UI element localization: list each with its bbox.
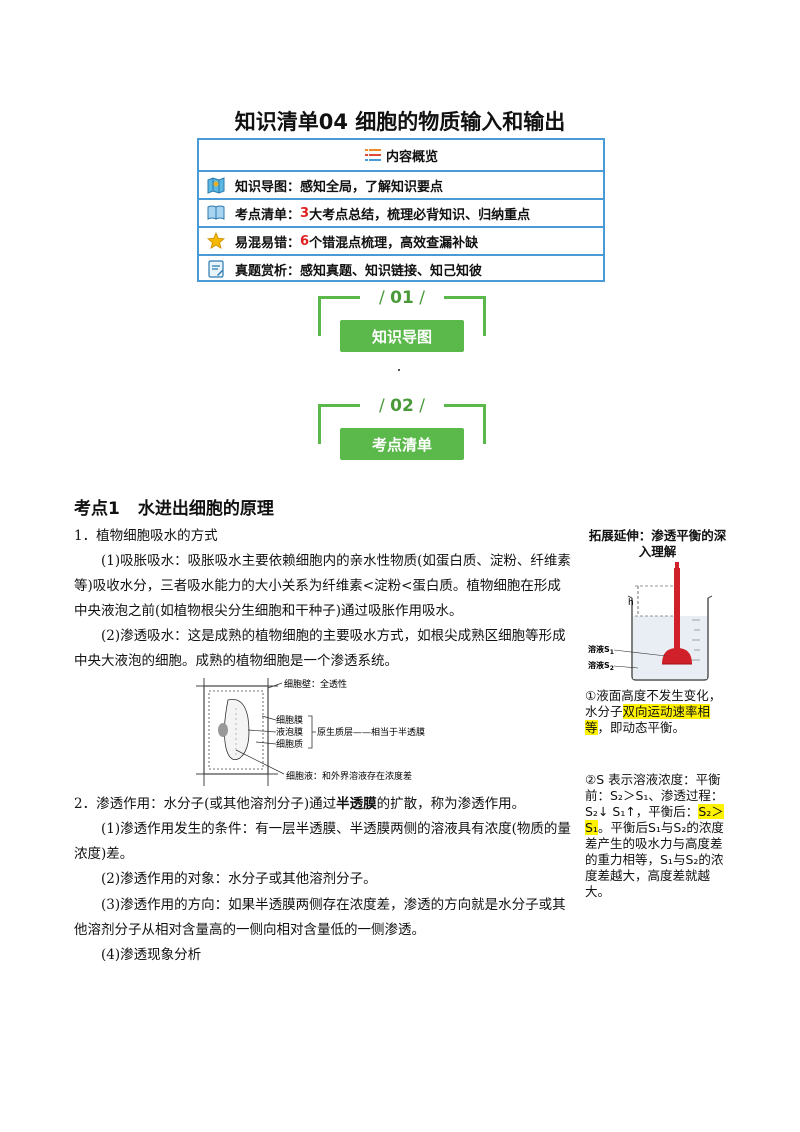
note2-text-b: 。平衡后S₁与S₂的浓度差产生的吸水力与高度差的重力相等，S₁与S₂的浓度差越大… — [585, 820, 724, 899]
badge-number-wrap: / 01 / — [360, 288, 444, 308]
paragraph-1: 1．植物细胞吸水的方式 — [74, 528, 218, 544]
badge-number-wrap: / 02 / — [360, 396, 444, 416]
overview-row-exams: 真题赏析：感知真题、知识链接、知己知彼 — [199, 254, 603, 282]
side-note-2: ②S 表示溶液浓度：平衡前：S₂＞S₁、渗透过程：S₂↓ S₁↑，平衡后：S₂＞… — [585, 772, 730, 900]
osmosis-beaker-diagram: h 溶液S1 溶液S2 — [588, 562, 713, 681]
keyword-semipermeable: 半透膜 — [336, 796, 377, 812]
p4-text-a: 2．渗透作用：水分子(或其他溶剂分子)通过 — [74, 796, 337, 812]
list-icon — [364, 146, 382, 164]
label-protoplast: 原生质层——相当于半透膜 — [317, 726, 425, 738]
row-prefix: 考点清单： — [235, 207, 301, 223]
paragraph-2: (1)吸胀吸水：吸胀吸水主要依赖细胞内的亲水性物质(如蛋白质、淀粉、纤维素等)吸… — [74, 553, 571, 619]
label-s1: 溶液S1 — [588, 644, 614, 656]
section-badge-mindmap: / 01 / 知识导图 — [318, 288, 486, 356]
kaodian-heading: 考点1 水进出细胞的原理 — [74, 494, 274, 519]
section-badge-kaodian: / 02 / 考点清单 — [318, 396, 486, 464]
note1-text-a: ①液面高度不发生变化，水分子 — [585, 688, 722, 719]
label-s2: 溶液S2 — [588, 660, 614, 672]
overview-row-mindmap: 知识导图：感知全局，了解知识要点 — [199, 170, 603, 198]
paragraph-4: 2．渗透作用：水分子(或其他溶剂分子)通过半透膜的扩散，称为渗透作用。 — [74, 792, 572, 817]
section-number: 01 — [390, 288, 414, 308]
p4-text-b: 的扩散，称为渗透作用。 — [376, 796, 526, 812]
row-text: 感知真题、知识链接、知己知彼 — [300, 263, 483, 279]
exam-icon — [207, 260, 225, 278]
side-title: 拓展延伸：渗透平衡的深入理解 — [588, 528, 727, 559]
paragraph-3: (2)渗透吸水：这是成熟的植物细胞的主要吸水方式，如根尖成熟区细胞等形成中央大液… — [74, 628, 566, 669]
side-note-title: 拓展延伸：渗透平衡的深入理解 — [585, 528, 730, 560]
label-h: h — [628, 598, 634, 608]
row-prefix: 知识导图： — [235, 179, 301, 195]
paragraph-5: (1)渗透作用发生的条件：有一层半透膜、半透膜两侧的溶液具有浓度(物质的量浓度)… — [74, 821, 571, 862]
note1-text-b: ，即动态平衡。 — [597, 720, 686, 735]
label-cytoplasm: 细胞质 — [276, 738, 303, 750]
row-text: 个错混点梳理，高效查漏补缺 — [309, 235, 479, 251]
label-cell-wall: 细胞壁：全透性 — [284, 678, 347, 690]
paragraph-7: (3)渗透作用的方向：如果半透膜两侧存在浓度差，渗透的方向就是水分子或其他溶剂分… — [74, 897, 566, 938]
overview-header: 内容概览 — [199, 140, 603, 170]
section-label: 考点清单 — [340, 428, 464, 460]
row-count: 3 — [300, 205, 310, 221]
paragraph-6: (2)渗透作用的对象：水分子或其他溶剂分子。 — [101, 871, 377, 887]
row-prefix: 易混易错： — [235, 235, 301, 251]
section-label: 知识导图 — [340, 320, 464, 352]
kaodian-label: 考点1 — [74, 499, 120, 519]
stray-dot — [398, 369, 400, 371]
plant-cell-diagram: 细胞壁：全透性 细胞膜 液泡膜 细胞质 原生质层——相当于半透膜 细胞液：和外界… — [196, 678, 425, 786]
side-note-1: ①液面高度不发生变化，水分子双向运动速率相等，即动态平衡。 — [585, 688, 730, 736]
row-text: 大考点总结，梳理必背知识、归纳重点 — [309, 207, 531, 223]
page-title: 知识清单04 细胞的物质输入和输出 — [234, 110, 566, 134]
row-prefix: 真题赏析： — [235, 263, 301, 279]
note2-text-a: ②S 表示溶液浓度：平衡前：S₂＞S₁、渗透过程：S₂↓ S₁↑，平衡后： — [585, 772, 724, 819]
kaodian-title: 水进出细胞的原理 — [137, 499, 274, 519]
label-cell-sap: 细胞液：和外界溶液存在浓度差 — [286, 770, 412, 782]
overview-header-label: 内容概览 — [385, 149, 438, 165]
section-number: 02 — [390, 396, 414, 416]
label-membrane: 细胞膜 — [276, 714, 303, 726]
book-icon — [207, 204, 225, 222]
paragraph-8: (4)渗透现象分析 — [101, 947, 202, 963]
map-icon — [207, 176, 225, 194]
label-tonoplast: 液泡膜 — [276, 726, 303, 738]
star-icon — [207, 232, 225, 250]
row-text: 感知全局，了解知识要点 — [300, 179, 444, 195]
row-count: 6 — [300, 233, 310, 249]
